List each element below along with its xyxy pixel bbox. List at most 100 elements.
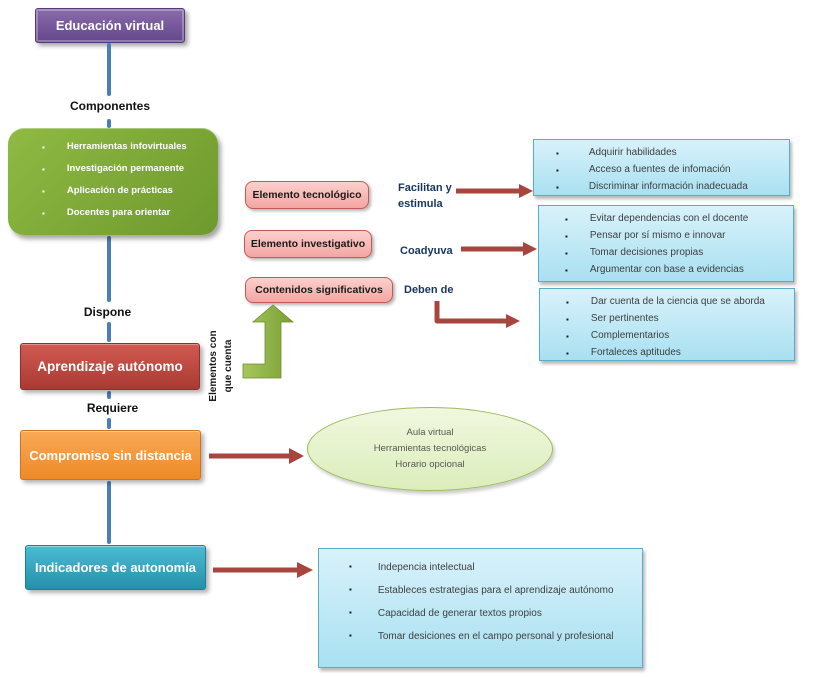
- relation-coadyuva: Coadyuva: [400, 245, 453, 257]
- connector-line: [107, 119, 111, 128]
- bullet-square-icon: ▪: [349, 631, 352, 640]
- ellipse-item: Aula virtual: [406, 427, 454, 438]
- ellipse-item: Horario opcional: [395, 459, 465, 470]
- vertical-label-elementos-con-que-cuenta: Elementos con que cuenta: [206, 326, 238, 406]
- node-contenidos-significativos: Contenidos significativos: [245, 277, 393, 303]
- list-item: ▪ Investigación permanente: [42, 163, 212, 176]
- list-item: ▪Docentes para orientar: [42, 207, 212, 220]
- bullet-square-icon: ▪: [349, 608, 352, 617]
- components-panel: ▪ Herramientas infovirtuales ▪ Investigaci…: [8, 128, 218, 235]
- list-item-label: Fortaleces aptitudes: [590, 347, 681, 358]
- node-educacion-virtual-label: Educación virtual: [55, 18, 165, 33]
- list-item-label: Indepencia intelectual: [377, 562, 475, 573]
- list-item: ▪ Dar cuenta de la ciencia que se aborda: [566, 296, 790, 309]
- node-elemento-tecnologico: Elemento tecnológico: [245, 181, 369, 209]
- node-elemento-tecnologico-label: Elemento tecnológico: [252, 189, 362, 201]
- connector-line: [107, 43, 111, 96]
- list-item: ▪ Fortaleces aptitudes: [566, 347, 790, 360]
- list-item: ▪ Herramientas infovirtuales: [42, 141, 212, 154]
- arrow-up-green-icon: [242, 304, 295, 379]
- bullet-square-icon: ▪: [349, 585, 352, 594]
- node-indicadores-label: Indicadores de autonomía: [34, 560, 197, 575]
- list-item: ▪ Tomar decisiones propias: [565, 247, 789, 260]
- list-item-label: Estableces estrategias para el aprendiza…: [377, 585, 614, 596]
- relation-facilitan-estimula: Facilitan y estimula: [398, 182, 452, 210]
- connector-line: [107, 481, 111, 544]
- bullet-square-icon: ▪: [566, 315, 569, 324]
- vertical-label-line2: que cuenta: [223, 339, 234, 393]
- bullet-square-icon: ▪: [566, 298, 569, 307]
- bullet-square-icon: ▪: [565, 249, 568, 258]
- list-item: ▪ Estableces estrategias para el aprendiz…: [349, 583, 638, 598]
- list-item-label: Complementarios: [590, 330, 670, 341]
- arrow-right-red-icon: [213, 562, 313, 578]
- connector-line: [107, 391, 111, 399]
- list-item-label: Dar cuenta de la ciencia que se aborda: [590, 296, 765, 307]
- node-contenidos-label: Contenidos significativos: [255, 284, 383, 296]
- list-item-label: Evitar dependencias con el docente: [589, 213, 749, 224]
- relation-deben-de: Deben de: [404, 284, 454, 296]
- bullet-square-icon: ▪: [566, 332, 569, 341]
- bullet-square-icon: ▪: [556, 166, 559, 175]
- list-item: ▪ Tomar desiciones en el campo personal y…: [349, 629, 638, 644]
- list-item: ▪ Ser pertinentes: [566, 313, 790, 326]
- list-item-label: Acceso a fuentes de infomación: [588, 164, 731, 175]
- edge-label-requiere: Requiere: [86, 401, 139, 415]
- bullet-square-icon: ▪: [349, 562, 352, 571]
- bullet-square-icon: ▪: [42, 143, 45, 152]
- bullet-square-icon: ▪: [42, 209, 45, 218]
- list-item: ▪ Argumentar con base a evidencias: [565, 264, 789, 277]
- list-item-label: Ser pertinentes: [590, 313, 659, 324]
- node-elemento-investigativo: Elemento investigativo: [244, 230, 372, 258]
- arrow-right-red-icon: [209, 448, 304, 464]
- list-item-label: Pensar por sí mismo e innovar: [589, 230, 726, 241]
- outcomes-contenidos: ▪Dar cuenta de la ciencia que se aborda …: [539, 288, 795, 361]
- node-compromiso-sin-distancia: Compromiso sin distancia: [20, 430, 201, 480]
- bullet-square-icon: ▪: [42, 187, 45, 196]
- ellipse-compromiso-detalle: Aula virtual Herramientas tecnológicas H…: [307, 407, 553, 491]
- ellipse-item: Herramientas tecnológicas: [373, 443, 487, 454]
- bullet-square-icon: ▪: [565, 232, 568, 241]
- node-compromiso-label: Compromiso sin distancia: [29, 447, 192, 463]
- node-aprendizaje-autonomo-label: Aprendizaje autónomo: [37, 359, 183, 374]
- list-item-label: Herramientas infovirtuales: [66, 141, 187, 152]
- list-item: ▪ Aplicación de prácticas: [42, 185, 212, 198]
- list-item-label: Discriminar información inadecuada: [588, 181, 748, 192]
- bullet-square-icon: ▪: [42, 165, 45, 174]
- list-item-label: Tomar desiciones en el campo personal y …: [377, 631, 614, 642]
- list-item-label: Investigación permanente: [66, 163, 185, 174]
- list-item: ▪ Indepencia intelectual: [349, 560, 638, 575]
- edge-label-dispone: Dispone: [83, 305, 132, 319]
- bullet-square-icon: ▪: [565, 215, 568, 224]
- outcomes-indicadores: ▪ Indepencia intelectual ▪ Estableces estr…: [318, 548, 643, 668]
- list-item: ▪ Evitar dependencias con el docente: [565, 213, 789, 226]
- list-item-label: Aplicación de prácticas: [66, 185, 173, 196]
- arrow-right-red-icon: [461, 242, 537, 256]
- outcomes-tecnologico: ▪ Adquirir habilidades ▪ Acceso a fuentes …: [533, 139, 790, 196]
- node-educacion-virtual: Educación virtual: [35, 8, 185, 43]
- bullet-square-icon: ▪: [556, 183, 559, 192]
- list-item: ▪ Discriminar información inadecuada: [556, 181, 785, 194]
- list-item: ▪ Adquirir habilidades: [556, 147, 785, 160]
- vertical-label-line1: Elementos con: [208, 330, 219, 402]
- list-item-label: Tomar decisiones propias: [589, 247, 704, 258]
- list-item: ▪ Acceso a fuentes de infomación: [556, 164, 785, 177]
- connector-line: [107, 236, 111, 302]
- list-item: ▪ Pensar por sí mismo e innovar: [565, 230, 789, 243]
- arrow-elbow-red-icon: [434, 301, 520, 328]
- bullet-square-icon: ▪: [566, 349, 569, 358]
- connector-line: [107, 418, 111, 429]
- edge-label-componentes: Componentes: [69, 99, 150, 113]
- node-aprendizaje-autonomo: Aprendizaje autónomo: [20, 343, 200, 390]
- bullet-square-icon: ▪: [556, 149, 559, 158]
- list-item: ▪ Complementarios: [566, 330, 790, 343]
- list-item-label: Adquirir habilidades: [588, 147, 677, 158]
- connector-line: [107, 322, 111, 342]
- list-item-label: Argumentar con base a evidencias: [589, 264, 744, 275]
- arrow-right-red-icon: [456, 184, 533, 198]
- node-indicadores-autonomia: Indicadores de autonomía: [25, 545, 206, 590]
- outcomes-investigativo: ▪ Evitar dependencias con el docente ▪ Pen…: [538, 205, 794, 282]
- list-item-label: Capacidad de generar textos propios: [377, 608, 542, 619]
- bullet-square-icon: ▪: [565, 266, 568, 275]
